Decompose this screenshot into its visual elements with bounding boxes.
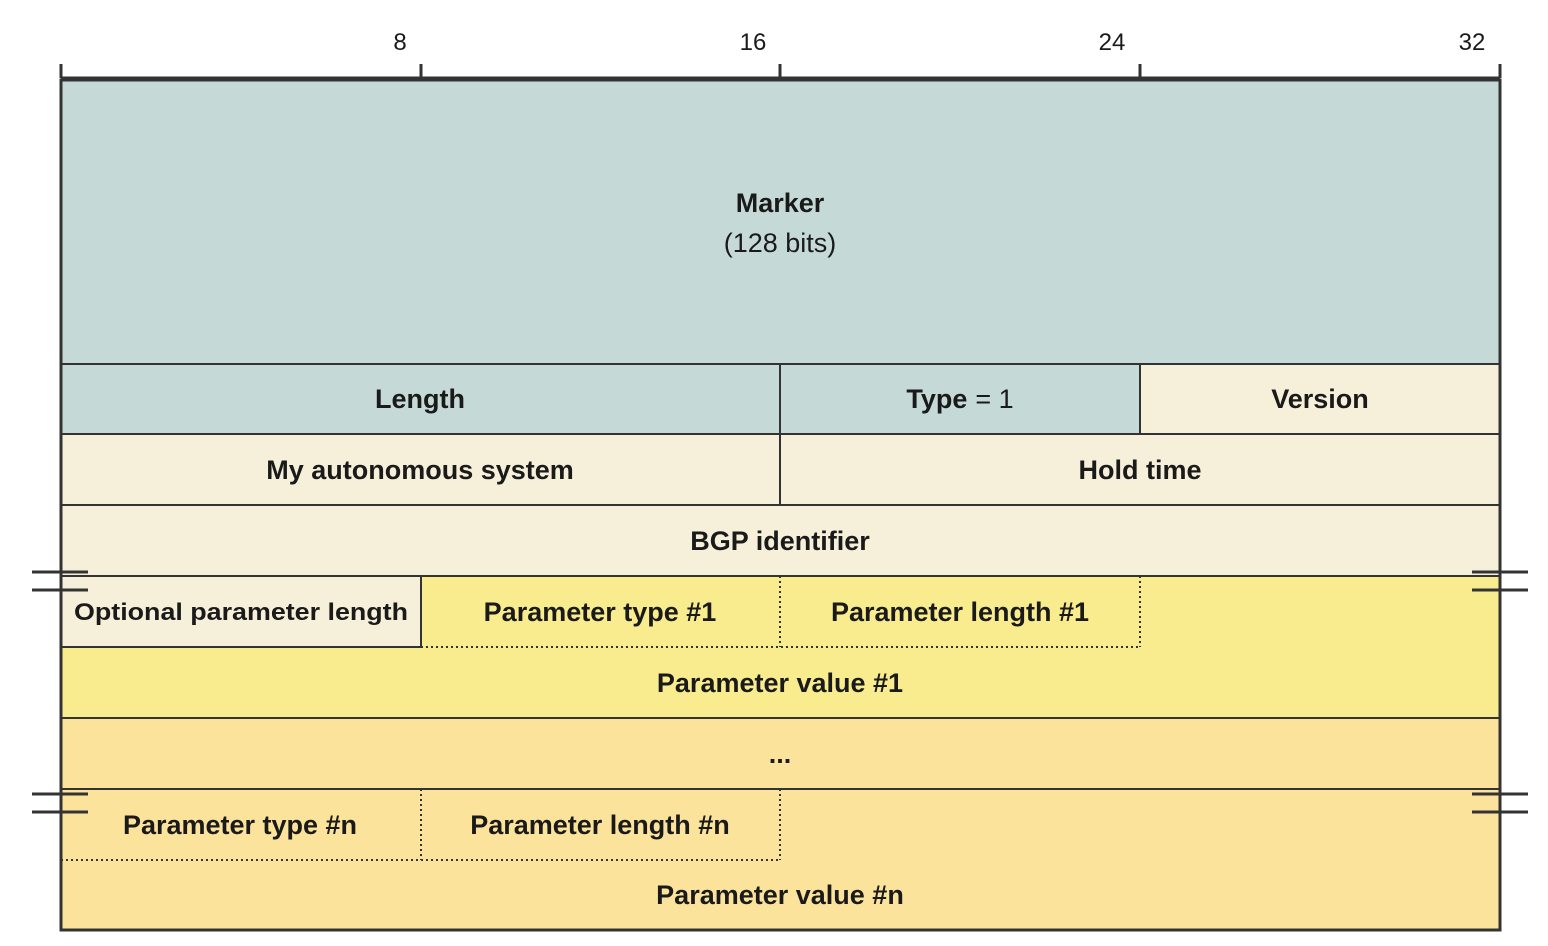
- bit-ruler: 8 16 24 32: [59, 29, 1502, 80]
- marker-size-label: (128 bits): [724, 228, 837, 258]
- break-mark-right-top: [1472, 570, 1528, 592]
- param-value-n-label: Parameter value #n: [656, 880, 904, 910]
- param-value-1-label: Parameter value #1: [657, 668, 903, 698]
- opt-param-length-field: [61, 576, 421, 647]
- marker-label: Marker: [736, 188, 825, 218]
- break-mark-left-bottom: [32, 792, 88, 814]
- version-field: [1140, 364, 1500, 434]
- bgp-identifier-label: BGP identifier: [690, 526, 870, 556]
- length-field: [61, 364, 780, 434]
- hold-time-field: [780, 434, 1500, 505]
- type-value: = 1: [975, 384, 1013, 414]
- tick-label-8: 8: [393, 29, 406, 56]
- param-value-1-field: [61, 647, 1500, 718]
- type-label: Type = 1: [906, 384, 1013, 414]
- tick-label-16: 16: [740, 29, 767, 56]
- param-type-n-label: Parameter type #n: [123, 810, 357, 840]
- hold-time-label: Hold time: [1078, 455, 1201, 485]
- param-length-n-label: Parameter length #n: [470, 810, 730, 840]
- ellipsis-label: ...: [769, 739, 792, 769]
- ellipsis-field: [61, 718, 1500, 789]
- type-name: Type: [906, 384, 967, 414]
- field-fills: [61, 80, 1500, 930]
- my-as-field: [61, 434, 780, 505]
- marker-field: [61, 80, 1500, 364]
- break-mark-right-bottom: [1472, 792, 1528, 814]
- break-marks: [32, 570, 1528, 814]
- length-label: Length: [375, 384, 465, 414]
- type-field: [780, 364, 1140, 434]
- param-value-n-field: [61, 860, 1500, 930]
- tick-label-32: 32: [1459, 29, 1486, 56]
- param-1-block: [421, 576, 1500, 647]
- break-mark-left-top: [32, 570, 88, 592]
- field-labels: Marker (128 bits) Length Type = 1 Version…: [74, 188, 1369, 910]
- field-borders: [59, 78, 1502, 932]
- opt-param-length-label: Optional parameter length: [74, 599, 408, 626]
- my-as-label: My autonomous system: [266, 455, 574, 485]
- tick-label-24: 24: [1099, 29, 1126, 56]
- bgp-identifier-field: [61, 505, 1500, 576]
- param-length-1-label: Parameter length #1: [831, 597, 1089, 627]
- param-type-1-label: Parameter type #1: [484, 597, 717, 627]
- version-label: Version: [1271, 384, 1369, 414]
